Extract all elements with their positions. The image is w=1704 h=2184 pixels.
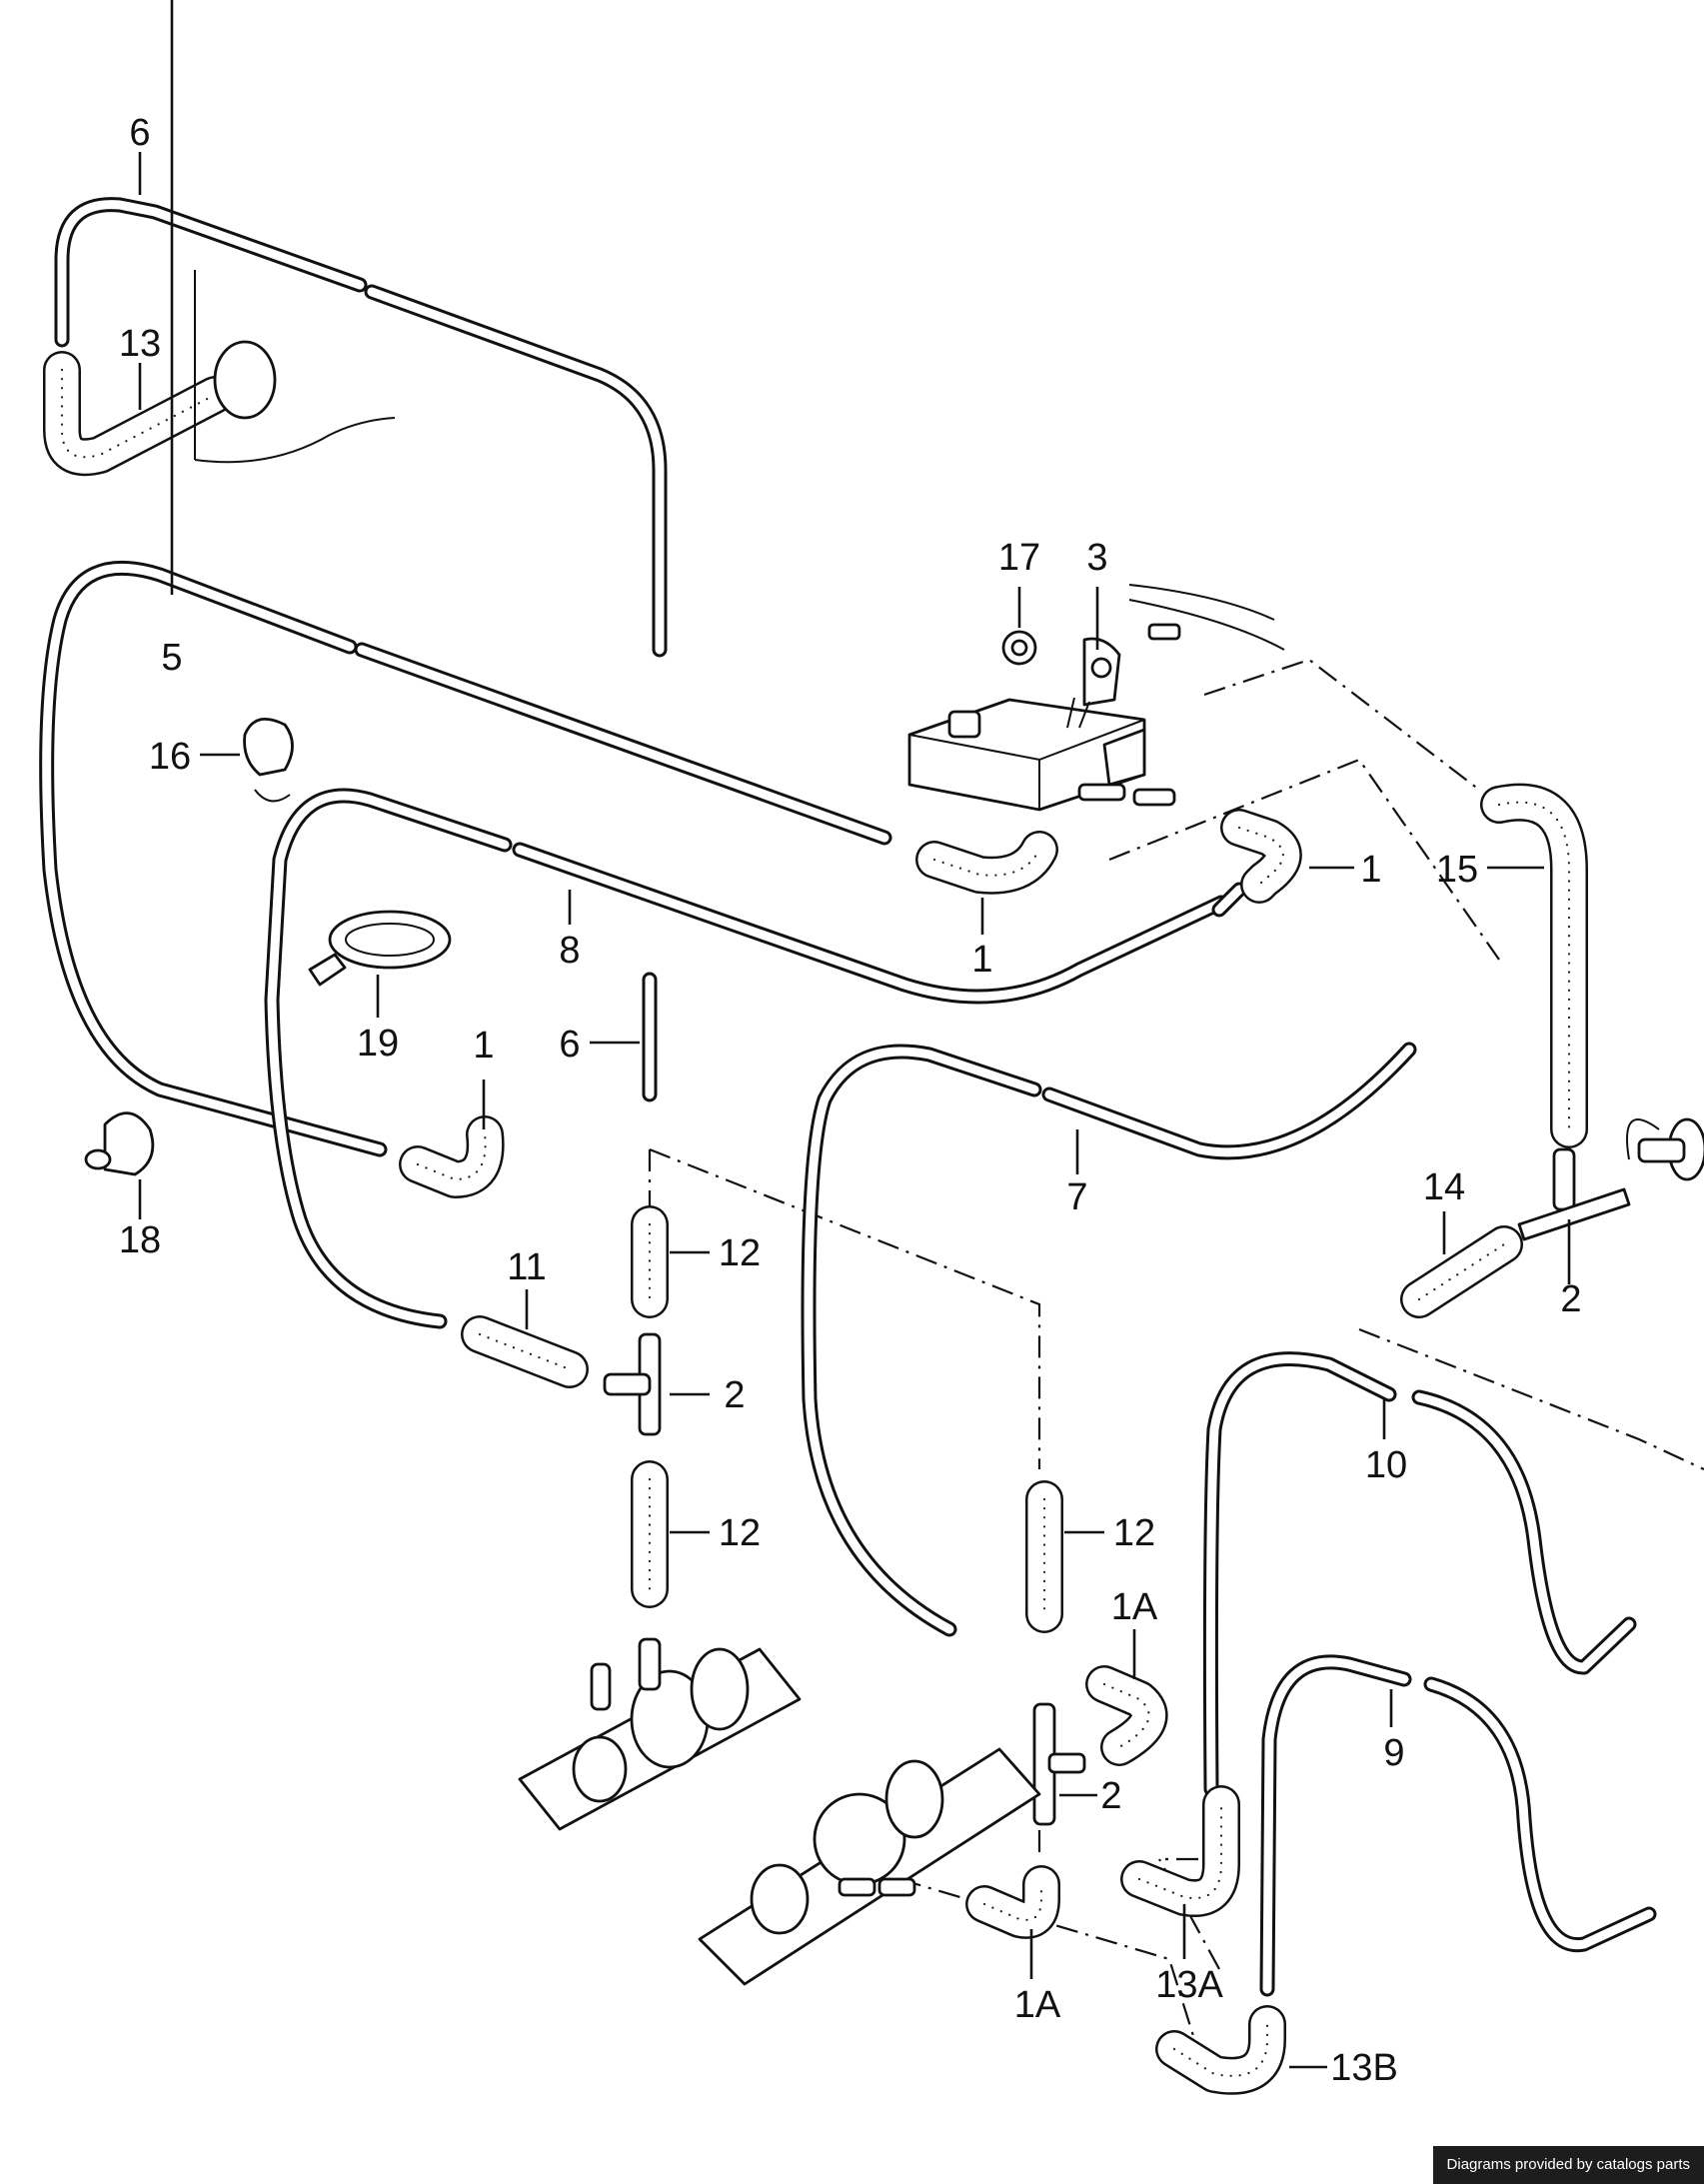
callout-8: 8	[559, 930, 580, 972]
callout-12-c: 12	[1113, 1512, 1155, 1554]
hose-13A	[1120, 1785, 1240, 1917]
leader-lines	[138, 0, 1571, 2069]
hose-13-top	[43, 351, 234, 477]
callout-15: 15	[1436, 849, 1478, 891]
pipe-6-top	[54, 197, 668, 658]
callout-14: 14	[1423, 1166, 1465, 1208]
callout-3: 3	[1086, 537, 1107, 579]
pipe-8	[264, 788, 1229, 1329]
pipe-10	[1202, 1351, 1637, 1797]
callout-2-c: 2	[1100, 1775, 1121, 1817]
hose-11	[461, 1315, 589, 1388]
callout-6-mid: 6	[559, 1024, 580, 1066]
pipe-7	[801, 1042, 1417, 1637]
t-piece-2-b	[1517, 1147, 1631, 1241]
callout-1A-bottom: 1A	[1014, 1984, 1061, 2026]
callout-1A-top: 1A	[1111, 1586, 1158, 1628]
connector-2-right	[1626, 1117, 1704, 1181]
callout-13A: 13A	[1155, 1964, 1223, 2006]
callout-12-b: 12	[719, 1512, 761, 1554]
callout-19: 19	[357, 1023, 399, 1065]
cable-tie-19	[308, 910, 452, 987]
callout-12-a: 12	[719, 1232, 761, 1274]
nut-17	[1001, 630, 1037, 666]
callout-1-right: 1	[1360, 849, 1381, 891]
bolt-17	[1128, 584, 1285, 651]
pipe-9	[1259, 1654, 1657, 1997]
pipe-5	[39, 560, 892, 1157]
callout-2-a: 2	[724, 1374, 745, 1416]
hose-1-mid	[915, 831, 1058, 895]
hose-14	[1400, 1225, 1523, 1318]
callout-10: 10	[1365, 1444, 1407, 1486]
callout-6-top: 6	[129, 112, 150, 154]
callout-13B: 13B	[1330, 2047, 1398, 2089]
callout-13-top: 13	[119, 323, 161, 365]
callout-1-mid: 1	[971, 939, 992, 981]
solenoid-valve	[907, 698, 1176, 812]
clip-16	[243, 717, 294, 803]
callout-2-b: 2	[1560, 1278, 1581, 1320]
connector-13-top	[194, 270, 396, 464]
callout-9: 9	[1383, 1732, 1404, 1774]
callout-labels: 6 13 17 3 5 16 15 1 1 8 19 1 6 18 7 14 1…	[119, 112, 1582, 2089]
callout-7: 7	[1066, 1176, 1087, 1218]
callout-18: 18	[119, 1219, 161, 1261]
callout-5: 5	[161, 637, 182, 679]
vacuum-unit-left	[518, 1637, 802, 1831]
hose-1A-bottom	[965, 1865, 1060, 1939]
callout-1-left: 1	[473, 1025, 494, 1067]
callout-17: 17	[998, 537, 1040, 579]
t-piece-2-a	[603, 1332, 662, 1436]
callout-16: 16	[149, 736, 191, 778]
vacuum-unit-right	[698, 1747, 1041, 1986]
bracket-3	[1066, 637, 1121, 729]
callout-11: 11	[507, 1246, 546, 1288]
clip-18	[84, 1111, 155, 1176]
hose-1-left	[399, 1115, 505, 1198]
footer-credit-badge: Diagrams provided by catalogs parts	[1432, 2146, 1704, 2184]
hose-1A-top	[1085, 1665, 1168, 1766]
hose-15	[1480, 783, 1588, 1148]
hose-1-right	[1220, 809, 1302, 904]
hose-13B	[1155, 2005, 1286, 2095]
t-piece-2-c	[1032, 1702, 1086, 1826]
pipe-connector-1-right	[1211, 882, 1247, 918]
